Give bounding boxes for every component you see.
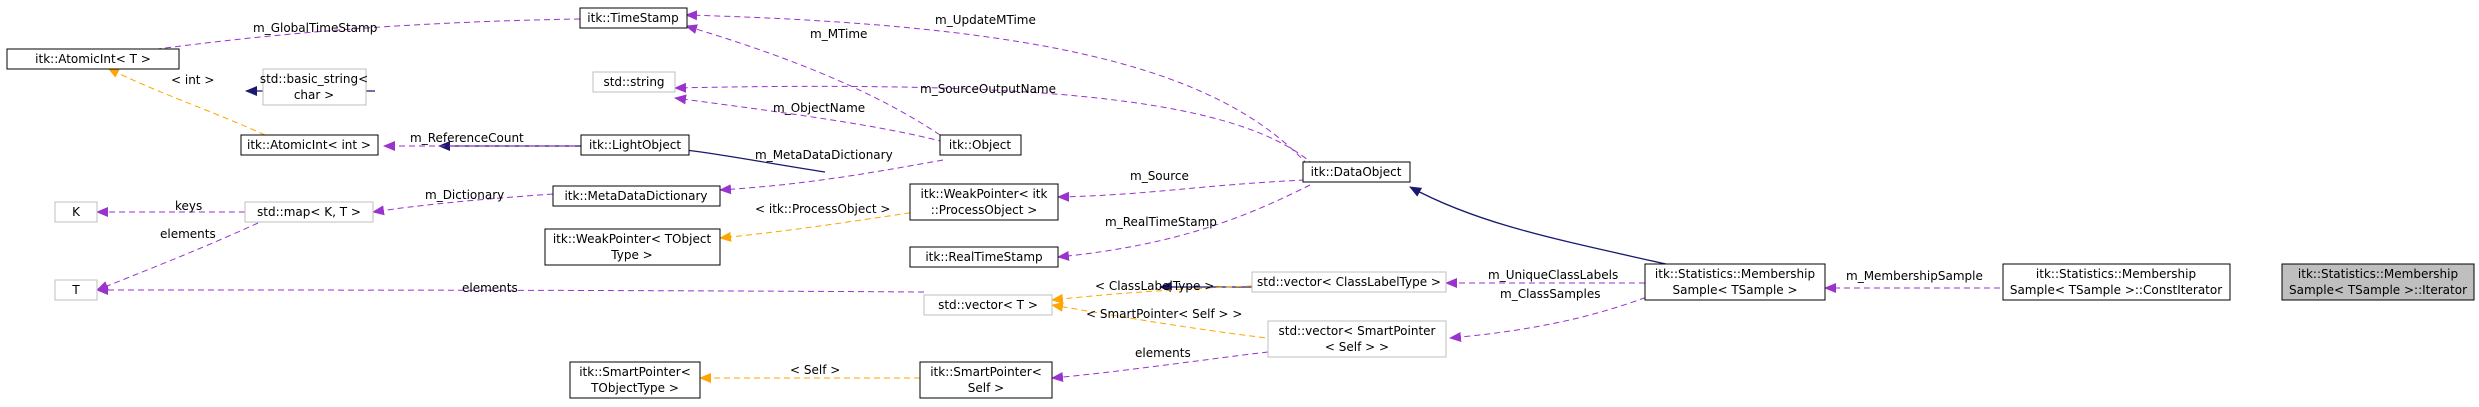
label-update-mtime: m_UpdateMTime bbox=[935, 13, 1036, 27]
edge-use-metadata-dictionary bbox=[719, 159, 944, 195]
node-smartpointer-self[interactable]: itk::SmartPointer< Self > bbox=[919, 361, 1053, 399]
label-membership-sample: m_MembershipSample bbox=[1846, 269, 1983, 283]
node-timestamp[interactable]: itk::TimeStamp bbox=[579, 7, 688, 29]
node-smartpointer-tobjecttype[interactable]: itk::SmartPointer< TObjectType > bbox=[569, 361, 701, 399]
node-atomicint-t[interactable]: itk::AtomicInt< T > bbox=[6, 48, 180, 70]
edge-inherit-dataobject bbox=[1409, 186, 1671, 266]
node-vector-smartpointer[interactable]: std::vector< SmartPointer < Self > > bbox=[1267, 320, 1447, 358]
node-string[interactable]: std::string bbox=[592, 71, 676, 93]
label-int-tmpl: < int > bbox=[171, 73, 214, 87]
edge-use-real-timestamp bbox=[1057, 184, 1311, 261]
svg-text:std::vector< SmartPointer: std::vector< SmartPointer bbox=[1278, 324, 1435, 338]
edge-use-dictionary bbox=[372, 193, 554, 216]
svg-text:std::vector< ClassLabelType >: std::vector< ClassLabelType > bbox=[1257, 275, 1441, 289]
label-elements-smart: elements bbox=[1135, 346, 1191, 360]
svg-text:std::basic_string<: std::basic_string< bbox=[260, 72, 368, 86]
svg-text:char >: char > bbox=[294, 88, 334, 102]
label-keys: keys bbox=[175, 199, 202, 213]
svg-text:itk::MetaDataDictionary: itk::MetaDataDictionary bbox=[564, 189, 707, 203]
edge-use-class-samples bbox=[1449, 293, 1656, 343]
node-realtimestamp[interactable]: itk::RealTimeStamp bbox=[909, 246, 1059, 268]
node-t[interactable]: T bbox=[54, 279, 98, 301]
svg-text:itk::WeakPointer< itk: itk::WeakPointer< itk bbox=[921, 187, 1048, 201]
node-vector-classlabeltype[interactable]: std::vector< ClassLabelType > bbox=[1251, 271, 1447, 293]
edge-use-source-output-name bbox=[674, 82, 1315, 166]
svg-text:itk::Statistics::Membership: itk::Statistics::Membership bbox=[1655, 267, 1815, 281]
node-dataobject[interactable]: itk::DataObject bbox=[1302, 161, 1411, 183]
svg-text:K: K bbox=[72, 205, 81, 219]
label-class-samples: m_ClassSamples bbox=[1500, 287, 1601, 301]
edge-use-elements-map bbox=[96, 222, 259, 291]
svg-text:Sample< TSample >: Sample< TSample > bbox=[1672, 283, 1797, 297]
label-classlabeltype-tmpl: < ClassLabelType > bbox=[1095, 279, 1214, 293]
svg-text:itk::LightObject: itk::LightObject bbox=[589, 138, 681, 152]
node-weakpointer-tobjecttype[interactable]: itk::WeakPointer< TObject Type > bbox=[544, 228, 721, 266]
label-metadata-dictionary: m_MetaDataDictionary bbox=[755, 148, 893, 162]
svg-text:Sample< TSample >::Iterator: Sample< TSample >::Iterator bbox=[2289, 283, 2467, 297]
label-smartpointer-self-tmpl: < SmartPointer< Self > > bbox=[1086, 307, 1242, 321]
label-unique-class-labels: m_UniqueClassLabels bbox=[1488, 268, 1618, 282]
svg-text:< Self > >: < Self > > bbox=[1325, 340, 1389, 354]
label-object-name: m_ObjectName bbox=[773, 101, 865, 115]
svg-text:TObjectType >: TObjectType > bbox=[590, 381, 679, 395]
node-membership-sample[interactable]: itk::Statistics::Membership Sample< TSam… bbox=[1644, 263, 1826, 301]
node-map[interactable]: std::map< K, T > bbox=[244, 201, 374, 223]
svg-text:Type >: Type > bbox=[610, 248, 652, 262]
svg-text:itk::AtomicInt< T >: itk::AtomicInt< T > bbox=[35, 52, 151, 66]
node-vector-t[interactable]: std::vector< T > bbox=[923, 294, 1053, 316]
label-self-tmpl: < Self > bbox=[790, 363, 840, 377]
svg-text:itk::Object: itk::Object bbox=[949, 138, 1011, 152]
svg-text:itk::DataObject: itk::DataObject bbox=[1311, 165, 1402, 179]
node-const-iterator[interactable]: itk::Statistics::Membership Sample< TSam… bbox=[2002, 263, 2231, 301]
label-real-timestamp: m_RealTimeStamp bbox=[1105, 215, 1217, 229]
edge-tmpl-classlabeltype bbox=[1051, 285, 1253, 304]
node-k[interactable]: K bbox=[54, 201, 98, 223]
svg-text:itk::Statistics::Membership: itk::Statistics::Membership bbox=[2036, 267, 2196, 281]
node-basic-string[interactable]: std::basic_string< char > bbox=[260, 68, 368, 106]
label-global-timestamp: m_GlobalTimeStamp bbox=[253, 21, 377, 35]
node-weakpointer-processobject[interactable]: itk::WeakPointer< itk ::ProcessObject > bbox=[909, 183, 1059, 221]
svg-text:Self >: Self > bbox=[968, 381, 1004, 395]
edge-labels: m_GlobalTimeStamp < int > m_MTime m_Upda… bbox=[160, 13, 1983, 377]
svg-text:itk::RealTimeStamp: itk::RealTimeStamp bbox=[925, 250, 1042, 264]
nodes: itk::AtomicInt< T > itk::TimeStamp std::… bbox=[6, 7, 2475, 399]
node-iterator[interactable]: itk::Statistics::Membership Sample< TSam… bbox=[2281, 263, 2475, 301]
edge-use-global-timestamp bbox=[107, 18, 581, 60]
edge-use-object-name bbox=[674, 94, 945, 143]
svg-text:itk::SmartPointer<: itk::SmartPointer< bbox=[930, 365, 1042, 379]
svg-text:itk::SmartPointer<: itk::SmartPointer< bbox=[579, 365, 691, 379]
svg-text:std::string: std::string bbox=[603, 75, 664, 89]
edge-tmpl-int bbox=[107, 67, 266, 136]
svg-text:T: T bbox=[71, 283, 80, 297]
svg-text:std::map< K, T >: std::map< K, T > bbox=[257, 205, 361, 219]
node-object[interactable]: itk::Object bbox=[939, 134, 1022, 156]
label-elements-vector: elements bbox=[462, 281, 518, 295]
svg-text:Sample< TSample >::ConstIterat: Sample< TSample >::ConstIterator bbox=[2010, 283, 2222, 297]
svg-text:itk::TimeStamp: itk::TimeStamp bbox=[587, 11, 678, 25]
node-metadatadictionary[interactable]: itk::MetaDataDictionary bbox=[552, 185, 721, 207]
svg-text:itk::WeakPointer< TObject: itk::WeakPointer< TObject bbox=[553, 232, 712, 246]
edge-use-elements-vector bbox=[96, 285, 925, 296]
label-processobject-tmpl: < itk::ProcessObject > bbox=[755, 202, 890, 216]
edge-use-mtime bbox=[685, 24, 941, 136]
edge-tmpl-smartpointer-self bbox=[1051, 301, 1276, 340]
label-mtime: m_MTime bbox=[810, 27, 867, 41]
node-lightobject[interactable]: itk::LightObject bbox=[580, 134, 690, 156]
label-source-output-name: m_SourceOutputName bbox=[920, 82, 1056, 96]
node-atomicint-int[interactable]: itk::AtomicInt< int > bbox=[240, 134, 379, 156]
edge-use-source bbox=[1057, 179, 1306, 202]
svg-text:::ProcessObject >: ::ProcessObject > bbox=[931, 203, 1038, 217]
edges bbox=[96, 10, 2000, 383]
svg-text:itk::Statistics::Membership: itk::Statistics::Membership bbox=[2298, 267, 2458, 281]
label-elements-map: elements bbox=[160, 227, 216, 241]
label-reference-count: m_ReferenceCount bbox=[410, 131, 524, 145]
label-dictionary: m_Dictionary bbox=[425, 188, 504, 202]
edge-use-update-mtime bbox=[685, 10, 1309, 166]
label-source: m_Source bbox=[1130, 169, 1189, 183]
svg-text:std::vector< T >: std::vector< T > bbox=[938, 298, 1038, 312]
edge-use-elements-smart bbox=[1051, 351, 1269, 383]
svg-text:itk::AtomicInt< int >: itk::AtomicInt< int > bbox=[247, 138, 371, 152]
